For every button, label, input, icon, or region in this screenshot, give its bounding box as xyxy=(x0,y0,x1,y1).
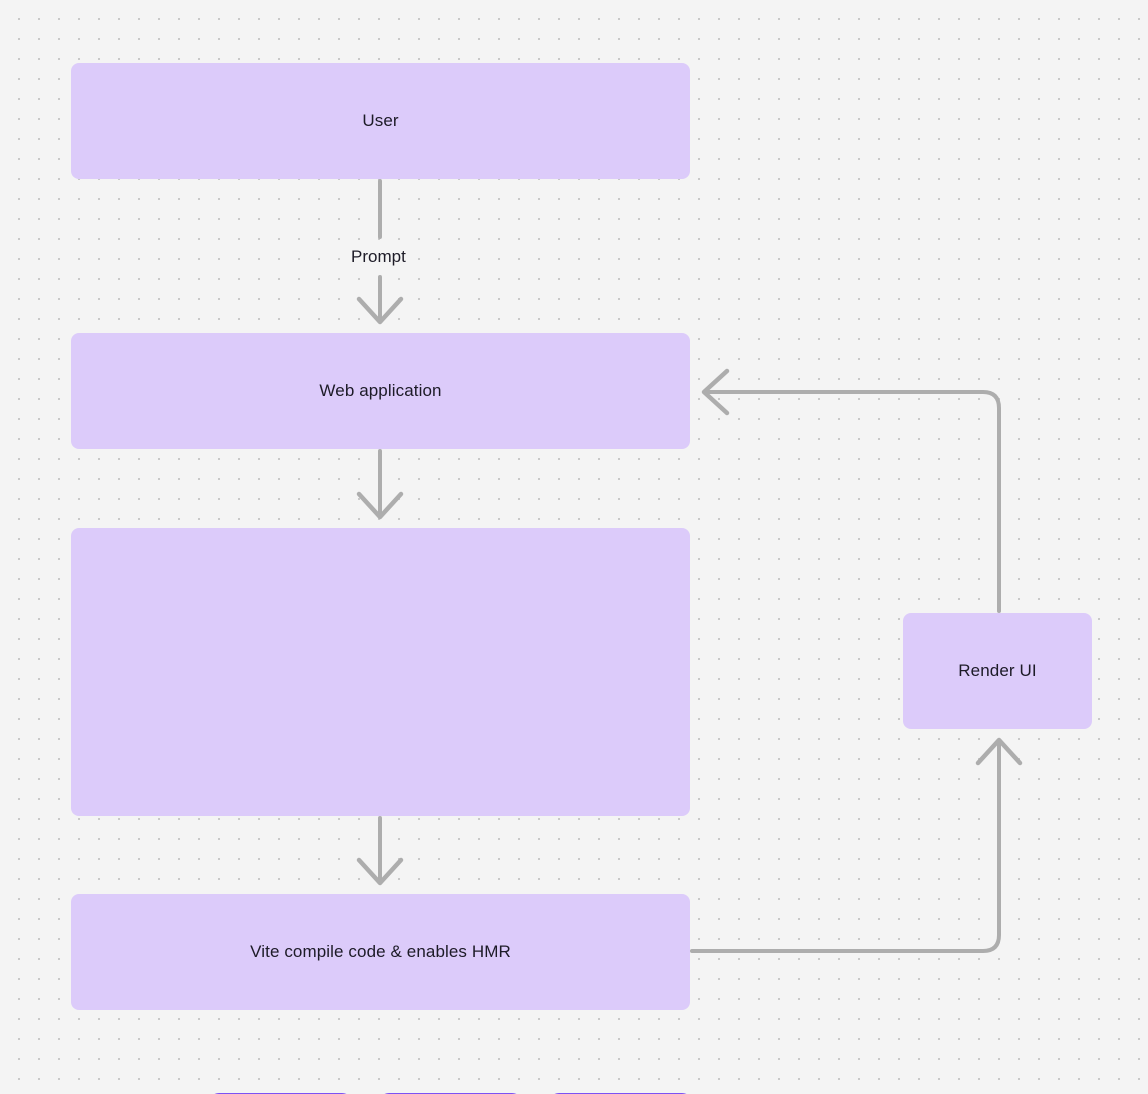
node-vite-label: Vite compile code & enables HMR xyxy=(250,941,511,961)
edge-render-ui-to-webapp xyxy=(704,390,1001,613)
node-vite[interactable]: Vite compile code & enables HMR xyxy=(71,894,690,1010)
arrowhead-render-ui-bottom xyxy=(975,737,1023,766)
components-inner-wrap: HTML =structure CSS = Styles& Layouts Ja… xyxy=(71,528,693,1094)
node-render-ui-label: Render UI xyxy=(958,660,1037,680)
arrowhead-webapp-right xyxy=(701,368,730,416)
arrowhead-components-top xyxy=(356,491,404,520)
node-render-ui[interactable]: Render UI xyxy=(903,613,1092,729)
edge-label-prompt: Prompt xyxy=(344,245,413,269)
edge-vite-to-render-ui xyxy=(690,740,1001,953)
arrowhead-vite-top xyxy=(356,857,404,886)
node-web-application[interactable]: Web application xyxy=(71,333,690,449)
node-components-container[interactable]: HTML =structure CSS = Styles& Layouts Ja… xyxy=(71,528,693,1094)
node-user[interactable]: User xyxy=(71,63,690,179)
node-user-label: User xyxy=(362,110,399,130)
arrowhead-webapp-top xyxy=(356,296,404,325)
node-web-application-label: Web application xyxy=(319,380,442,400)
